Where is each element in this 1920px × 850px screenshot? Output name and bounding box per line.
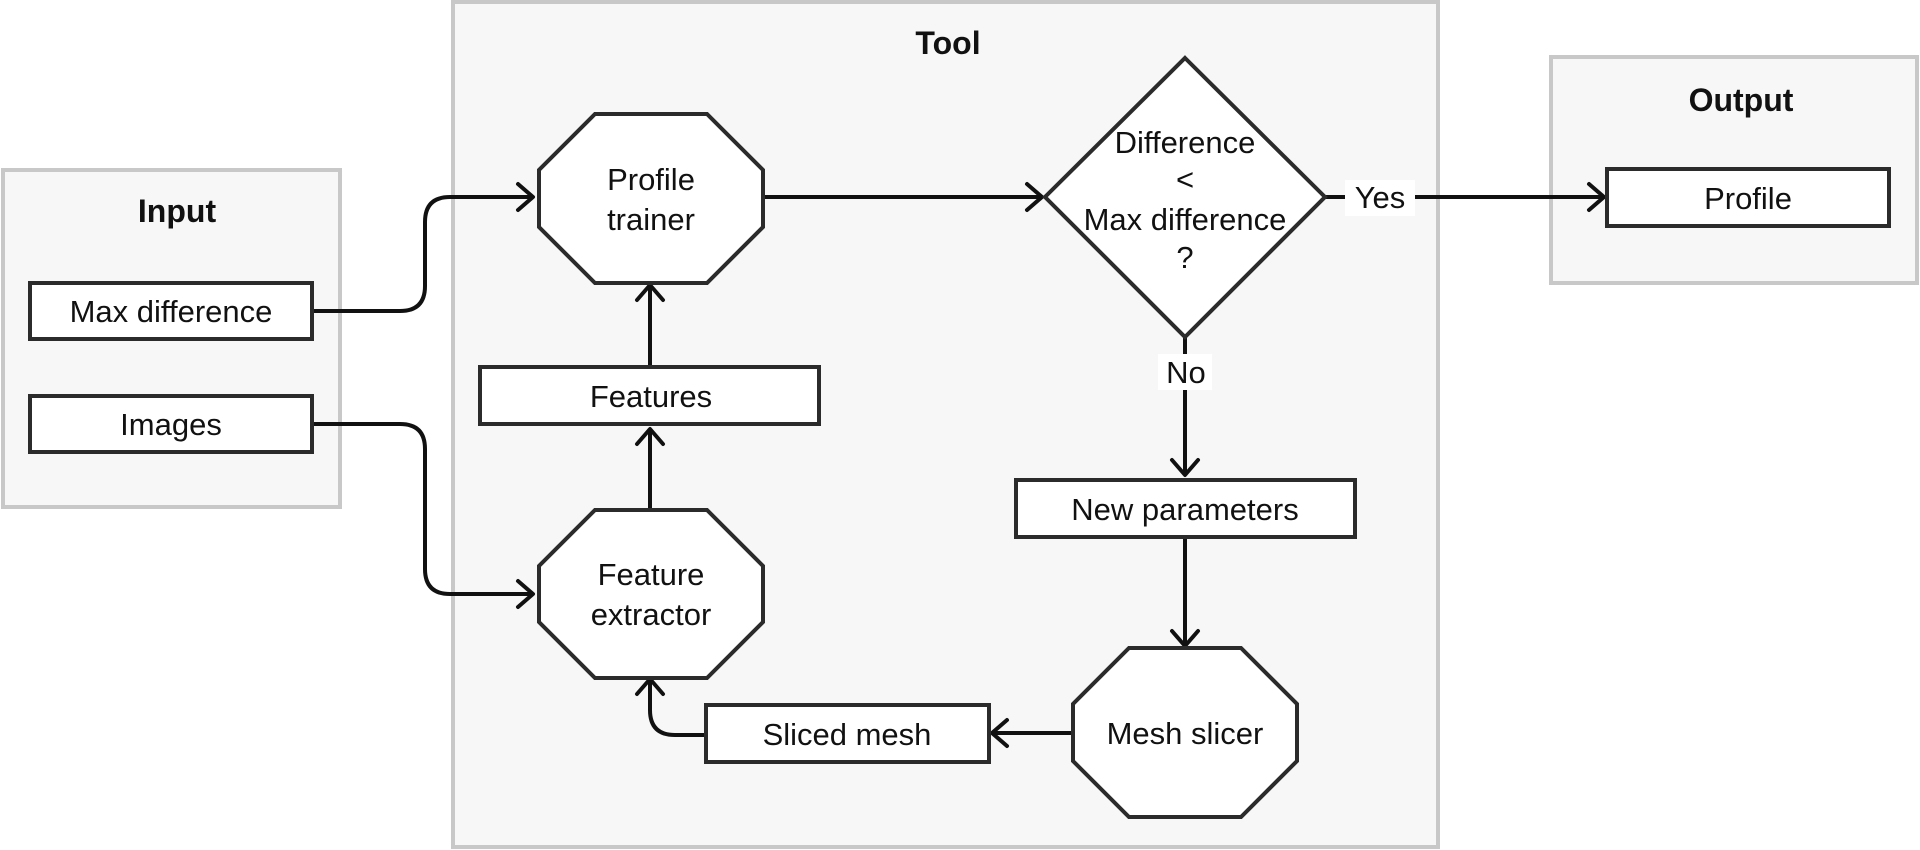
node-decision-label-line-4: ? <box>1176 240 1193 275</box>
edge-sliced-mesh-to-feature-extractor <box>648 680 706 737</box>
edge-images-to-feature-extractor <box>312 422 532 596</box>
node-max-difference: Max difference <box>28 281 314 341</box>
input-group-title: Input <box>138 193 217 229</box>
node-mesh-slicer: Mesh slicer <box>1071 646 1299 819</box>
arrowhead <box>1025 182 1044 212</box>
node-features-label: Features <box>590 379 712 414</box>
node-sliced-mesh-label: Sliced mesh <box>763 717 932 752</box>
node-decision-label-line-2: < <box>1176 162 1194 197</box>
edge-label-no: No <box>1166 355 1206 390</box>
output-group-title: Output <box>1689 82 1794 118</box>
node-feature-extractor: Feature extractor <box>537 508 765 680</box>
node-images: Images <box>28 394 314 454</box>
node-feature-extractor-label-line-2: extractor <box>591 597 712 632</box>
node-decision-label-line-1: Difference <box>1115 125 1256 160</box>
node-new-parameters: New parameters <box>1014 478 1357 539</box>
arrowhead <box>516 579 535 609</box>
node-decision-label-line-3: Max difference <box>1084 202 1287 237</box>
node-profile-output-label: Profile <box>1704 181 1792 216</box>
arrowhead <box>1587 182 1606 212</box>
node-profile-trainer: Profile trainer <box>537 112 765 285</box>
node-feature-extractor-label-line-1: Feature <box>598 557 705 592</box>
edges <box>312 182 1606 748</box>
tool-group-title: Tool <box>915 25 980 61</box>
node-profile-trainer-label-line-2: trainer <box>607 202 695 237</box>
node-mesh-slicer-label: Mesh slicer <box>1107 716 1264 751</box>
edge-max-difference-to-profile-trainer <box>312 195 532 313</box>
node-features: Features <box>478 365 821 426</box>
node-sliced-mesh: Sliced mesh <box>704 703 991 764</box>
node-new-parameters-label: New parameters <box>1071 492 1298 527</box>
node-decision: Difference < Max difference ? <box>1042 55 1328 340</box>
edge-label-yes: Yes <box>1355 180 1406 215</box>
node-images-label: Images <box>120 407 222 442</box>
arrowhead <box>516 182 535 212</box>
edge-label-no-group: No <box>1158 354 1212 390</box>
arrowhead <box>990 718 1009 748</box>
node-profile-trainer-label-line-1: Profile <box>607 162 695 197</box>
node-max-difference-label: Max difference <box>70 294 273 329</box>
node-profile-output: Profile <box>1605 167 1891 228</box>
arrowhead <box>1170 458 1200 477</box>
arrowhead <box>635 427 665 446</box>
edge-label-yes-group: Yes <box>1345 180 1415 216</box>
